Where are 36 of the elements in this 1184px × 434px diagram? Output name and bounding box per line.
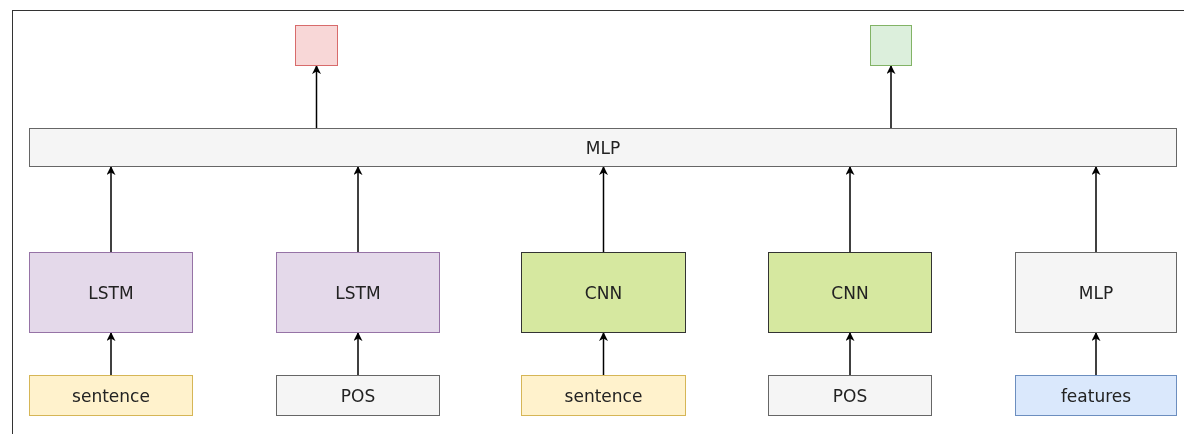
process-box [1015, 252, 1177, 333]
arrow [106, 332, 116, 376]
process-box [768, 252, 932, 333]
process-box [521, 252, 686, 333]
box-label: sentence [72, 385, 150, 406]
box-label: features [1060, 385, 1132, 406]
arrow [1091, 166, 1101, 253]
arrow [845, 332, 855, 376]
box-label: MLP [1078, 282, 1114, 303]
box-label: POS [832, 385, 868, 406]
box-label: CNN [584, 282, 623, 303]
empty-box [295, 25, 338, 66]
box-label: LSTM [335, 282, 381, 303]
empty-box [870, 25, 912, 66]
arrow [845, 166, 855, 253]
process-box [29, 375, 193, 416]
box-label: MLP [585, 137, 621, 158]
arrow [106, 166, 116, 253]
box-label: CNN [831, 282, 869, 303]
process-box [768, 375, 932, 416]
box-label: LSTM [88, 282, 134, 303]
arrow [353, 332, 363, 376]
box-label: POS [340, 385, 376, 406]
process-box [29, 252, 193, 333]
arrow [1091, 332, 1101, 376]
arrow [599, 166, 608, 253]
arrow [886, 65, 896, 129]
box-label: sentence [564, 385, 643, 406]
arrow [353, 166, 363, 253]
process-box [276, 375, 440, 416]
arrow [599, 332, 608, 376]
process-box [521, 375, 686, 416]
arrow [312, 65, 321, 129]
process-box [29, 128, 1177, 167]
process-box [276, 252, 440, 333]
process-box [1015, 375, 1177, 416]
